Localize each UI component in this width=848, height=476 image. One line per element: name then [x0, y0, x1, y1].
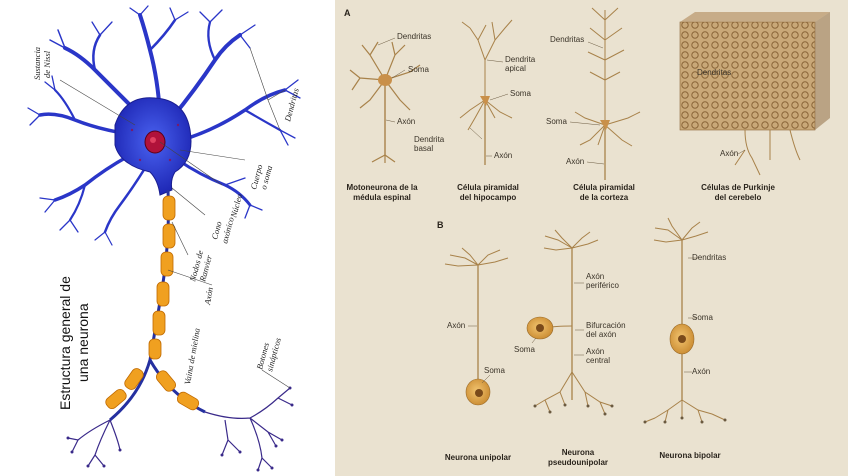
moto-caption-2: médula espinal	[353, 193, 411, 202]
bipolar-axon: Axón	[692, 367, 710, 376]
pseudo-bifurcacion-2: del axón	[586, 330, 616, 339]
hipo-dendrita-basal-2: basal	[414, 144, 433, 153]
right-panel: A B Dendritas Soma Axón Motoneurona de l…	[335, 0, 848, 476]
moto-soma: Soma	[408, 65, 429, 74]
pseudo-soma: Soma	[514, 345, 535, 354]
hipo-dendrita-apical-2: apical	[505, 64, 526, 73]
bipolar-dendritas: Dendritas	[692, 253, 726, 262]
title-line-2: una neurona	[75, 303, 91, 382]
moto-axon: Axón	[397, 117, 415, 126]
pseudo-axon-central-1: Axón	[586, 347, 604, 356]
pseudo-caption-1: Neurona	[562, 448, 595, 457]
section-a-label: A	[344, 8, 351, 18]
hipo-soma: Soma	[510, 89, 531, 98]
corteza-axon: Axón	[566, 157, 584, 166]
title-line-1: Estructura general de	[57, 276, 73, 410]
corteza-dendritas: Dendritas	[550, 35, 584, 44]
pseudo-axon-periferico-2: periférico	[586, 281, 619, 290]
pseudo-caption-2: pseudounipolar	[548, 458, 608, 467]
unipolar-axon: Axón	[447, 321, 465, 330]
hipo-dendrita-apical-1: Dendrita	[505, 55, 536, 64]
hipo-axon: Axón	[494, 151, 512, 160]
moto-caption-1: Motoneurona de la	[346, 183, 418, 192]
purkinje-axon: Axón	[720, 149, 738, 158]
hipo-caption-2: del hipocampo	[460, 193, 517, 202]
corteza-caption-1: Célula piramidal	[573, 183, 635, 192]
bipolar-soma: Soma	[692, 313, 713, 322]
purkinje-caption-1: Células de Purkinje	[701, 183, 775, 192]
corteza-caption-2: de la corteza	[580, 193, 629, 202]
pseudo-axon-central-2: central	[586, 356, 610, 365]
label-nissl-2: de Nissl	[42, 50, 52, 78]
hipo-caption-1: Célula piramidal	[457, 183, 519, 192]
bipolar-caption: Neurona bipolar	[659, 451, 720, 460]
purkinje-caption-2: del cerebelo	[715, 193, 762, 202]
purkinje-dendritas: Dendritas	[697, 68, 731, 77]
pseudo-bifurcacion-1: Bifurcación	[586, 321, 626, 330]
moto-dendritas: Dendritas	[397, 32, 431, 41]
hipo-dendrita-basal-1: Dendrita	[414, 135, 445, 144]
label-nissl-1: Sustancia	[32, 47, 42, 80]
unipolar-soma: Soma	[484, 366, 505, 375]
unipolar-caption: Neurona unipolar	[445, 453, 511, 462]
left-panel: Sustancia de Nissl Dendritas Cuerpo o so…	[0, 0, 335, 476]
pseudo-axon-periferico-1: Axón	[586, 272, 604, 281]
corteza-soma: Soma	[546, 117, 567, 126]
section-b-label: B	[437, 220, 444, 230]
